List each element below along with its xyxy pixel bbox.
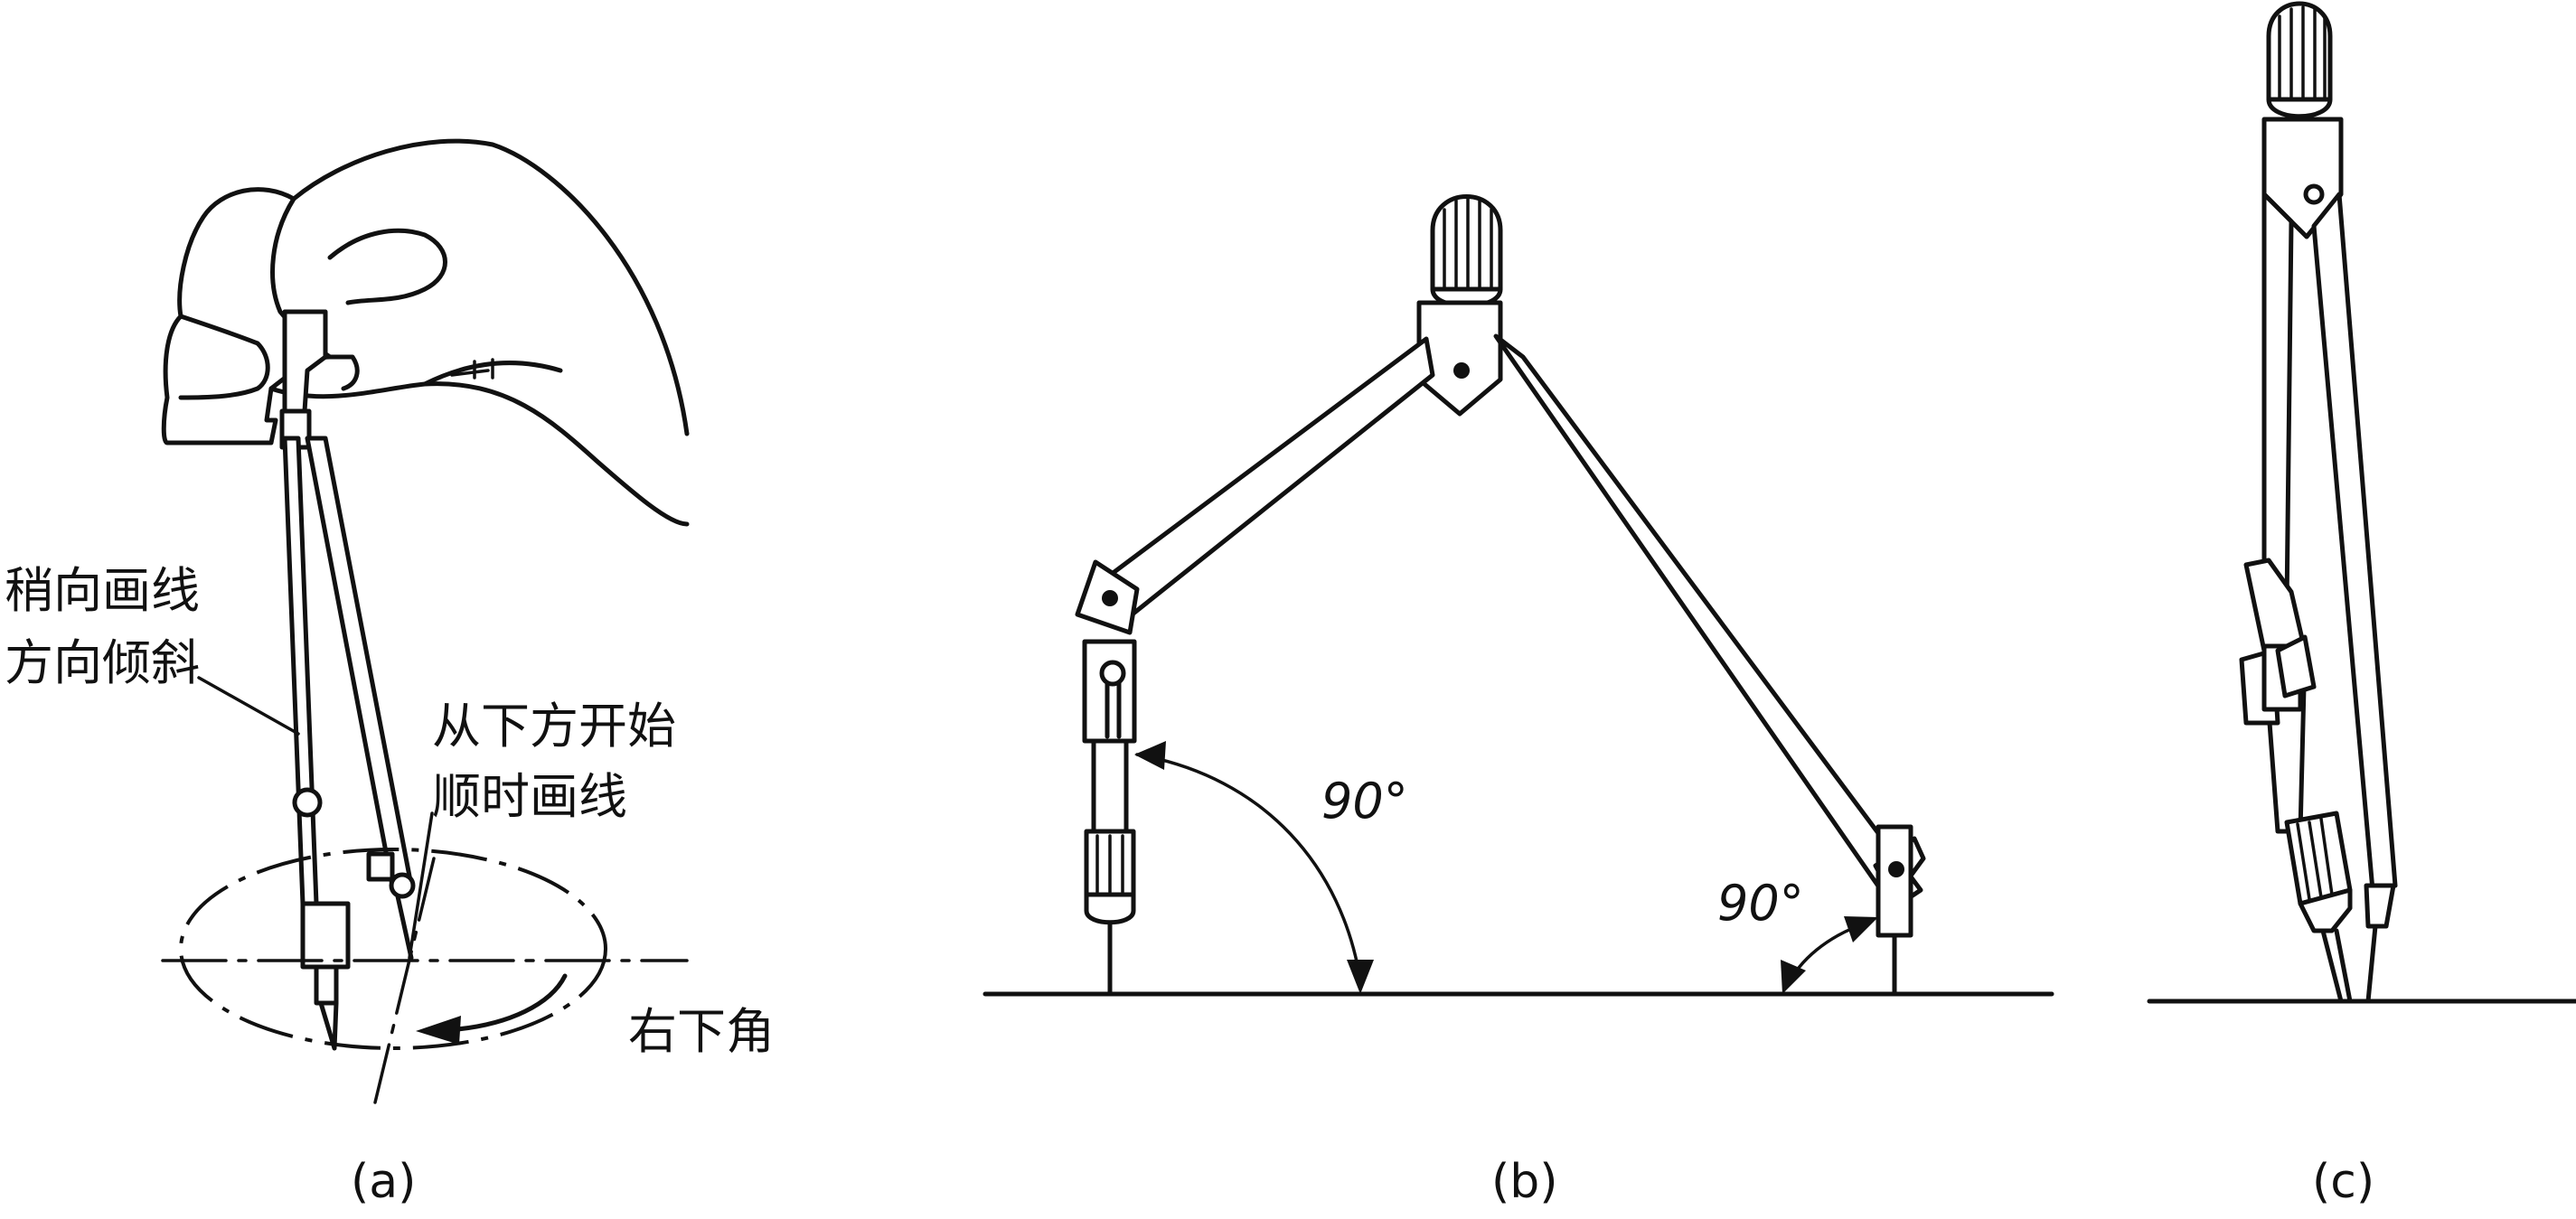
pivot-knob-icon [292, 787, 323, 818]
right-arm-b [1493, 333, 1923, 911]
clockwise-arrow-icon [416, 973, 568, 1045]
angle-arc-right [1781, 916, 1878, 994]
leader-start [408, 811, 434, 960]
panel-c: (c) [2147, 1, 2576, 1209]
left-leg-b [1082, 639, 1137, 997]
knurled-knob-icon [1430, 194, 1503, 309]
angle-arc-left [1134, 741, 1374, 994]
caption-a: (a) [351, 1155, 416, 1209]
front-leg-c [2261, 192, 2294, 608]
note-tilt-line1: 稍向画线 [5, 562, 200, 619]
angle-label-left: 90° [1321, 773, 1408, 830]
angle-label-right: 90° [1717, 875, 1804, 932]
right-leg-b [1873, 824, 1926, 997]
knurled-knob-icon [2266, 1, 2333, 119]
note-start-line1: 从下方开始 [432, 698, 676, 755]
panel-a: 稍向画线 方向倾斜 从下方开始 顺时画线 右下角 (a) [5, 138, 775, 1209]
caption-c: (c) [2312, 1155, 2374, 1209]
left-arm-b [1091, 336, 1435, 626]
circle-path-a [161, 848, 689, 1104]
hand-illustration [161, 138, 690, 527]
panel-b: 90° 90° (b) [982, 194, 2054, 1209]
note-start-line2: 顺时画线 [432, 768, 627, 825]
back-leg-c [2311, 192, 2398, 893]
caption-b: (b) [1491, 1155, 1558, 1209]
note-tilt-line2: 方向倾斜 [5, 634, 200, 691]
leader-tilt [197, 676, 300, 736]
compass-a [279, 309, 416, 1051]
note-corner: 右下角 [628, 1003, 775, 1060]
